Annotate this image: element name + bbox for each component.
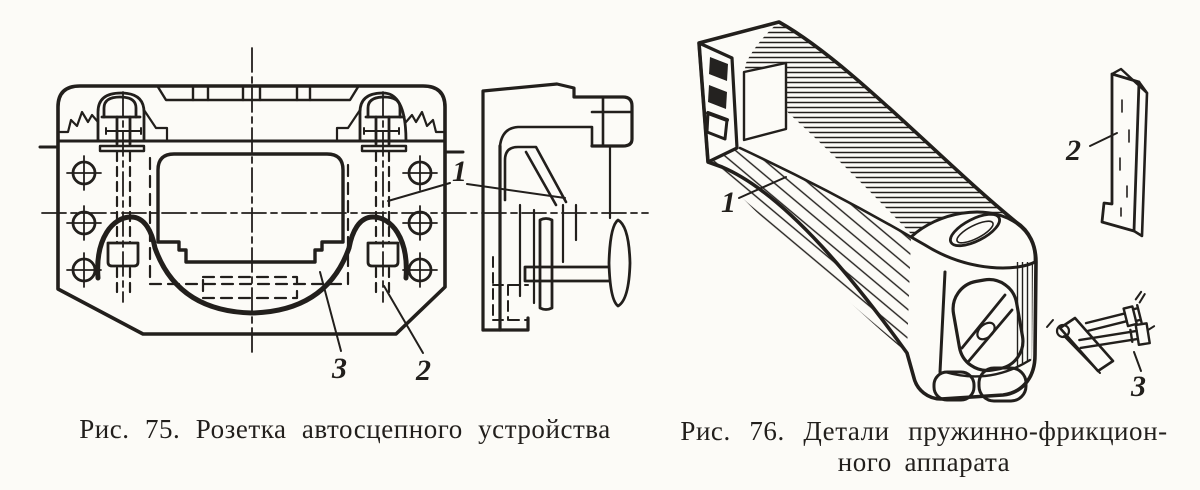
side-profile [481, 82, 634, 332]
part-label-3: 3 [1130, 370, 1146, 403]
yoke-strap-inner-edge [738, 146, 913, 239]
wedge-plate: 2 [1065, 67, 1149, 238]
upper-bolt [1084, 290, 1146, 333]
figure-75-caption: Рис. 75. Розетка автосцепного устройства [79, 414, 611, 444]
yoke-head-hole-1 [709, 57, 728, 81]
leader-line-1-left [387, 182, 451, 202]
yoke-clevis [908, 210, 1037, 403]
leader-line-2 [383, 285, 424, 354]
clevis-lug-left [932, 370, 976, 402]
part-label-1: 1 [452, 155, 467, 188]
leader-line-3 [1133, 351, 1142, 372]
bolt-plate [1046, 316, 1115, 374]
left-bolt-tower [58, 91, 169, 146]
draft-yoke: 1 [697, 20, 1038, 403]
leader-line-2 [1089, 132, 1118, 147]
coupler-link-inside [960, 293, 1014, 364]
figure-75-drawing: 1 3 2 [38, 47, 649, 387]
central-window [156, 152, 345, 264]
yoke-silhouette [697, 20, 1038, 401]
yoke-bottom-strap-hatch [708, 148, 911, 353]
part-label-1: 1 [721, 186, 736, 219]
clevis-bottom-rim [943, 358, 1032, 378]
clevis-front-left-edge [938, 270, 947, 374]
clevis-lug-right [977, 366, 1028, 403]
front-view [38, 84, 465, 336]
rivet-holes [66, 155, 438, 288]
side-view [481, 82, 634, 332]
wedge-plate-top [1110, 67, 1149, 95]
figure-76-caption: Рис. 76. Детали пружинно-фрикцион- ного … [664, 416, 1184, 478]
leader-line-3 [319, 271, 342, 352]
yoke-head-hole-2 [708, 85, 727, 109]
shelf-line [38, 139, 465, 154]
yoke-head-window [744, 63, 786, 140]
bolt-washers [98, 144, 408, 153]
yoke-top-strap-hatch [745, 22, 1014, 236]
leader-line-1 [738, 176, 787, 199]
figure-76-caption-line-2: ного аппарата [837, 447, 1011, 477]
fig75-callouts: 1 3 2 [319, 155, 566, 387]
lower-bolt [1078, 322, 1156, 350]
clevis-right-hatch [1014, 262, 1033, 370]
side-details [498, 96, 634, 305]
right-bolt-tower [335, 91, 446, 146]
top-rib-band [156, 85, 360, 102]
part-label-2: 2 [415, 354, 431, 387]
yoke-head-hole-3-shadow [706, 111, 729, 122]
leader-line-1-right [466, 183, 566, 199]
wedge-plate-side [1132, 80, 1149, 238]
part-label-3: 3 [331, 352, 347, 385]
retaining-bolts [115, 150, 391, 297]
figure-76-caption-line-1: Рис. 76. Детали пружинно-фрикцион- [680, 416, 1168, 446]
part-label-2: 2 [1065, 134, 1081, 167]
supporting-bolts: 3 [1046, 290, 1156, 403]
clevis-top-slot-inner [956, 220, 994, 244]
side-foot [523, 217, 632, 311]
side-hidden-lines [492, 256, 529, 321]
wedge-plate-texture [1119, 99, 1130, 217]
clevis-top-slot [949, 212, 1001, 248]
yoke-head-window-hatch [742, 61, 788, 142]
outer-plate-contour [56, 84, 447, 336]
bolt-nuts [106, 241, 400, 268]
yoke-head-top-face [699, 22, 779, 74]
figure-76-drawing: 1 2 [697, 20, 1156, 403]
striker-arch [95, 214, 409, 316]
hidden-pocket-contours [148, 156, 350, 300]
